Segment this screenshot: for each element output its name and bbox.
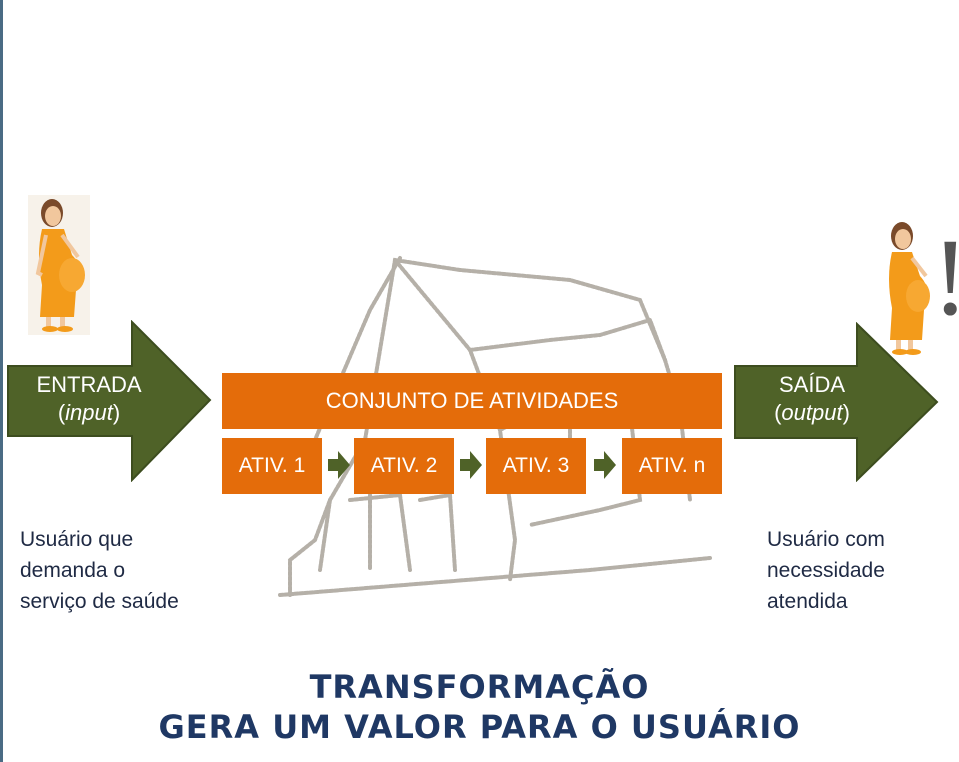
input-sublabel: (input): [57, 400, 121, 425]
caption-line: Usuário que: [20, 528, 134, 551]
input-arrow: [7, 320, 212, 482]
activity-box: ATIV. 2: [354, 438, 454, 494]
exclamation-mark: !: [932, 222, 959, 332]
input-caption: Usuário que demanda o serviço de saúde: [20, 524, 179, 617]
footer-subtitle: GERA UM VALOR PARA O USUÁRIO: [158, 708, 801, 746]
output-caption: Usuário com necessidade atendida: [767, 524, 885, 617]
arrow-right-icon: [328, 451, 350, 479]
pregnant-woman-icon: [889, 222, 930, 355]
activity-box: ATIV. 1: [222, 438, 322, 494]
input-arrow-label: ENTRADA (input): [24, 371, 154, 427]
left-edge-bar: [0, 0, 3, 762]
caption-line: serviço de saúde: [20, 590, 179, 613]
output-arrow: [734, 322, 939, 482]
output-sublabel: (output): [774, 400, 850, 425]
house-sketch-icon: [278, 256, 712, 597]
caption-line: Usuário com: [767, 528, 885, 551]
arrow-right-icon: [460, 451, 482, 479]
footer-title: TRANSFORMAÇÃO: [309, 668, 650, 706]
activity-box: ATIV. n: [622, 438, 722, 494]
input-label: ENTRADA: [36, 372, 142, 397]
pregnant-woman-icon: [28, 195, 90, 335]
activity-box: ATIV. 3: [486, 438, 586, 494]
arrow-right-icon: [594, 451, 616, 479]
output-label: SAÍDA: [778, 372, 846, 397]
caption-line: demanda o: [20, 559, 126, 582]
activities-set-box: CONJUNTO DE ATIVIDADES: [222, 373, 722, 429]
caption-line: atendida: [767, 590, 848, 613]
output-arrow-label: SAÍDA (output): [752, 371, 872, 427]
caption-line: necessidade: [767, 559, 885, 582]
